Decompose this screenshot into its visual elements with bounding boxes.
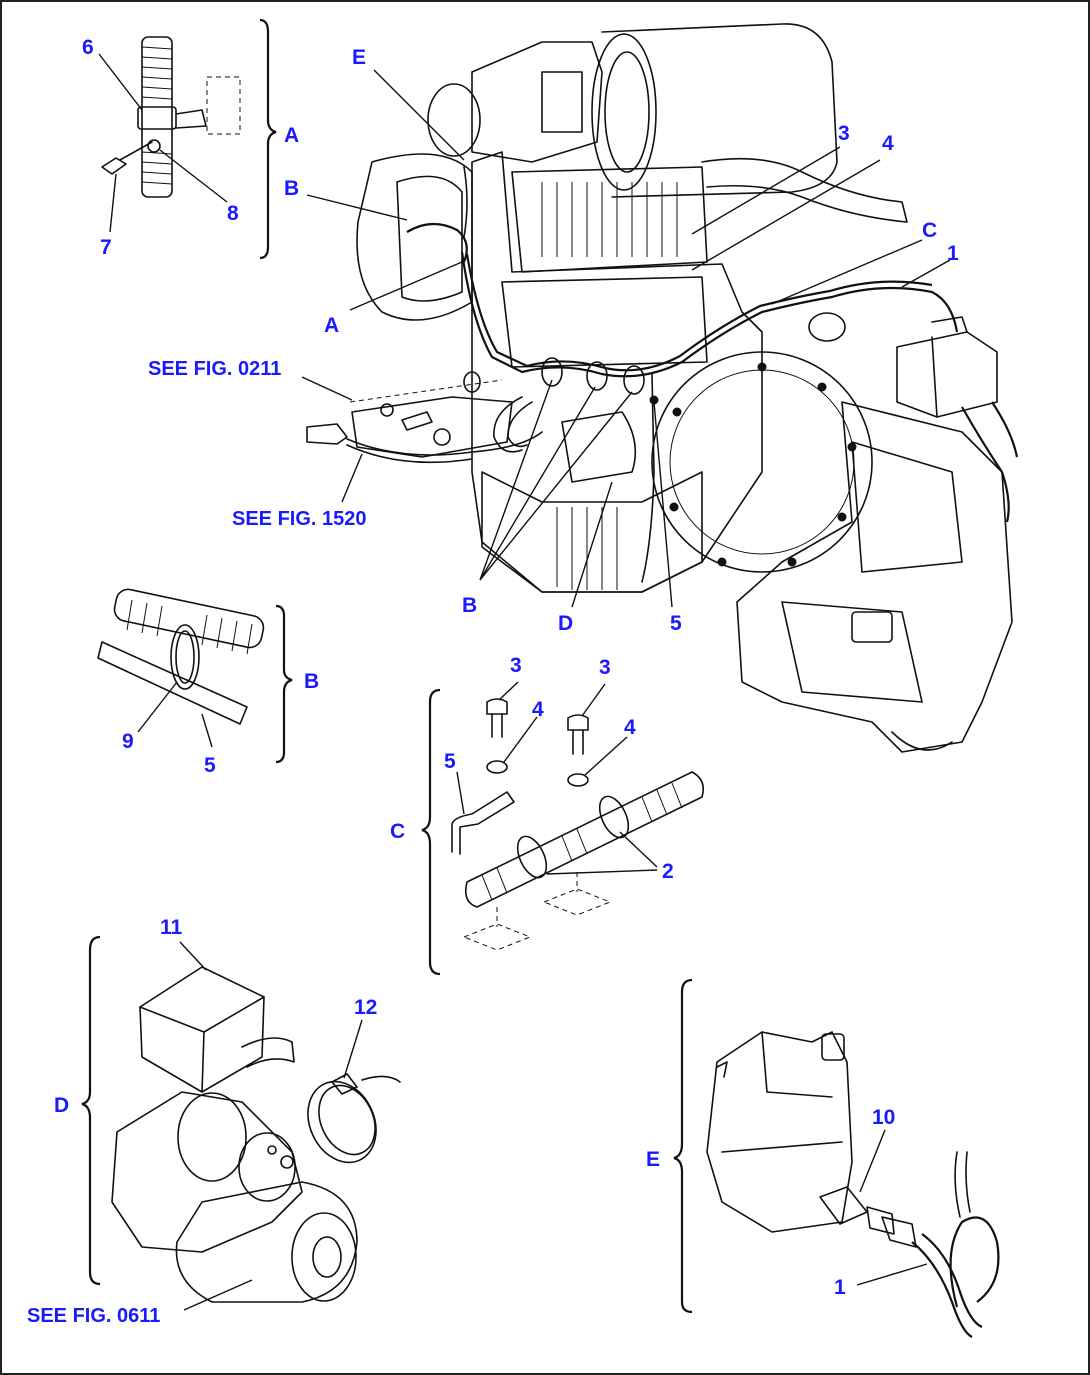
detail-e	[673, 978, 1000, 1338]
callout-3: 3	[838, 122, 850, 145]
ref-fig-1520: SEE FIG. 1520	[232, 508, 367, 530]
callout-5-detail-b: 5	[204, 754, 216, 777]
label-d-detail: D	[54, 1094, 69, 1117]
callout-labels: 6 8 7 A E B A 3 4 C 1 SEE FIG. 0211 SEE …	[27, 36, 959, 1327]
detail-a	[98, 18, 277, 260]
callout-4: 4	[882, 132, 894, 155]
callout-7: 7	[100, 236, 112, 259]
callout-5-detail-c: 5	[444, 750, 456, 773]
callout-4-detail-c-left: 4	[532, 698, 544, 721]
ref-fig-0211: SEE FIG. 0211	[148, 358, 281, 380]
callout-6: 6	[82, 36, 94, 59]
callout-4-detail-c-right: 4	[624, 716, 636, 739]
detail-b	[97, 588, 293, 764]
detail-c	[421, 681, 705, 976]
ref-fig-0611: SEE FIG. 0611	[27, 1305, 160, 1327]
label-e-detail: E	[646, 1148, 660, 1171]
detail-d	[81, 935, 401, 1311]
label-d-main: D	[558, 612, 573, 635]
label-b-bottom: B	[462, 594, 477, 617]
label-b-main: B	[284, 177, 299, 200]
callout-12: 12	[354, 996, 377, 1019]
callout-5: 5	[670, 612, 682, 635]
callout-8: 8	[227, 202, 239, 225]
label-a-detail: A	[284, 124, 299, 147]
engine-assembly	[301, 23, 1019, 753]
callout-10: 10	[872, 1106, 895, 1129]
label-b-detail: B	[304, 670, 319, 693]
callout-3-detail-c-left: 3	[510, 654, 522, 677]
callout-2: 2	[662, 860, 674, 883]
callout-1: 1	[947, 242, 959, 265]
callout-3-detail-c-right: 3	[599, 656, 611, 679]
callout-11: 11	[160, 916, 183, 939]
label-c-detail: C	[390, 820, 405, 843]
label-e-main: E	[352, 46, 366, 69]
label-c-main: C	[922, 219, 937, 242]
callout-9: 9	[122, 730, 134, 753]
callout-1-detail-e: 1	[834, 1276, 846, 1299]
label-a-main: A	[324, 314, 339, 337]
